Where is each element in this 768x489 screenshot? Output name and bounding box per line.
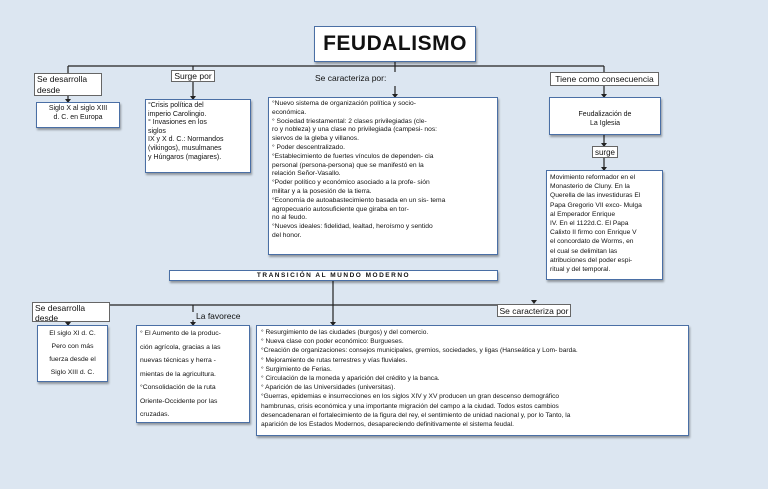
top-arises-box: °Crisis política del imperio Carolingio.… xyxy=(145,99,251,173)
top-arises-label: Surge por xyxy=(171,70,215,82)
transition-title: TRANSICIÓN AL MUNDO MODERNO xyxy=(256,272,411,279)
bottom-characterized-box: ° Resurgimiento de las ciudades (burgos)… xyxy=(256,325,689,436)
bottom-develops-box: El siglo XI d. C. Pero con más fuerza de… xyxy=(37,325,108,382)
church-feudalization-box: Feudalización de La Iglesia xyxy=(549,97,661,135)
top-develops-box: Siglo X al siglo XIII d. C. en Europa xyxy=(36,102,120,128)
top-consequence-label: Tiene como consecuencia xyxy=(550,72,659,86)
page-title: FEUDALISMO xyxy=(323,32,467,55)
bottom-develops-label: Se desarrolla desde xyxy=(32,302,110,322)
bottom-characterized-label: Se caracteriza por xyxy=(497,304,571,317)
bottom-favors-box: ° El Aumento de la produc- ción agrícola… xyxy=(136,325,250,423)
title-box: FEUDALISMO xyxy=(314,26,476,62)
top-develops-label: Se desarrolla desde xyxy=(34,73,102,96)
transition-banner: TRANSICIÓN AL MUNDO MODERNO xyxy=(169,270,498,281)
surge-label: surge xyxy=(592,146,618,158)
bottom-favors-label: La favorece xyxy=(196,311,241,321)
top-characterized-label: Se caracteriza por: xyxy=(315,73,387,83)
top-characterized-box: °Nuevo sistema de organización política … xyxy=(268,97,498,255)
surge-box: Movimiento reformador en el Monasterio d… xyxy=(546,170,663,280)
